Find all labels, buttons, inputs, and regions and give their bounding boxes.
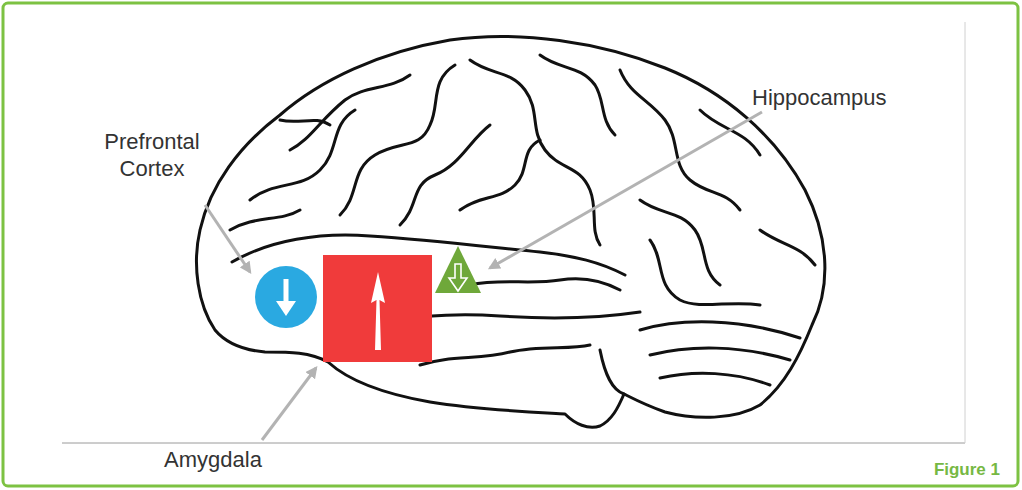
image-border [62,443,965,444]
part-label: Prefrontal Cortex [80,128,224,182]
decrease-marker [255,266,317,328]
part-label: Amygdala [138,446,288,473]
figure-frame [3,3,1018,486]
figure-caption: Figure 1 [934,459,1000,481]
increase-marker [323,255,432,362]
leader-line [205,112,762,440]
part-label: Hippocampus [752,84,942,111]
image-border [965,22,966,443]
brain-outline [196,36,824,427]
decrease-marker [435,246,481,293]
